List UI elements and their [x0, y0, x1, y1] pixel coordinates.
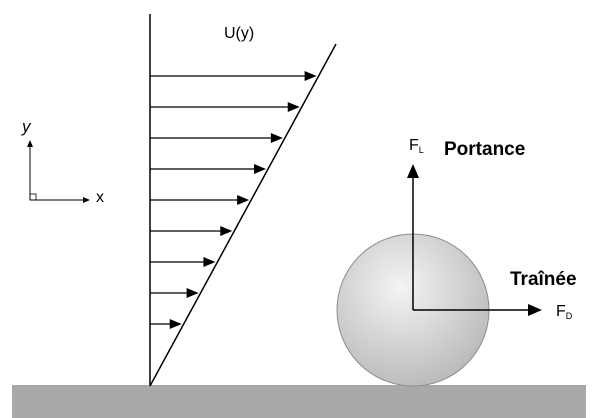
frame-x-arrowhead	[83, 197, 90, 203]
x-axis-label: x	[96, 189, 104, 206]
velocity-arrow-head	[169, 319, 182, 329]
velocity-arrow-head	[304, 71, 317, 81]
velocity-arrow-head	[186, 288, 199, 298]
velocity-arrow-head	[237, 195, 250, 205]
lift-symbol-sub: L	[418, 145, 424, 155]
velocity-arrow-head	[203, 257, 216, 267]
drag-symbol: FD	[556, 304, 572, 321]
profile-label: U(y)	[224, 25, 255, 42]
velocity-profile-line	[149, 43, 337, 387]
velocity-arrow-head	[254, 164, 267, 174]
lift-arrowhead	[407, 164, 419, 178]
lift-name-label: Portance	[444, 139, 526, 160]
lift-symbol: FL	[409, 138, 424, 155]
velocity-arrow-head	[287, 102, 300, 112]
drag-symbol-sub: D	[565, 311, 573, 321]
lift-symbol-main: F	[409, 137, 419, 154]
velocity-arrows	[150, 71, 317, 329]
frame-right-angle	[29, 193, 37, 201]
drag-arrowhead	[528, 304, 542, 316]
ground-wall	[12, 385, 586, 418]
drag-name-label: Traînée	[510, 269, 577, 290]
velocity-arrow-head	[270, 133, 283, 143]
drag-symbol-main: F	[556, 303, 566, 320]
y-axis-label: y	[22, 117, 31, 136]
velocity-arrow-head	[220, 226, 233, 236]
frame-y-arrowhead	[27, 140, 33, 147]
